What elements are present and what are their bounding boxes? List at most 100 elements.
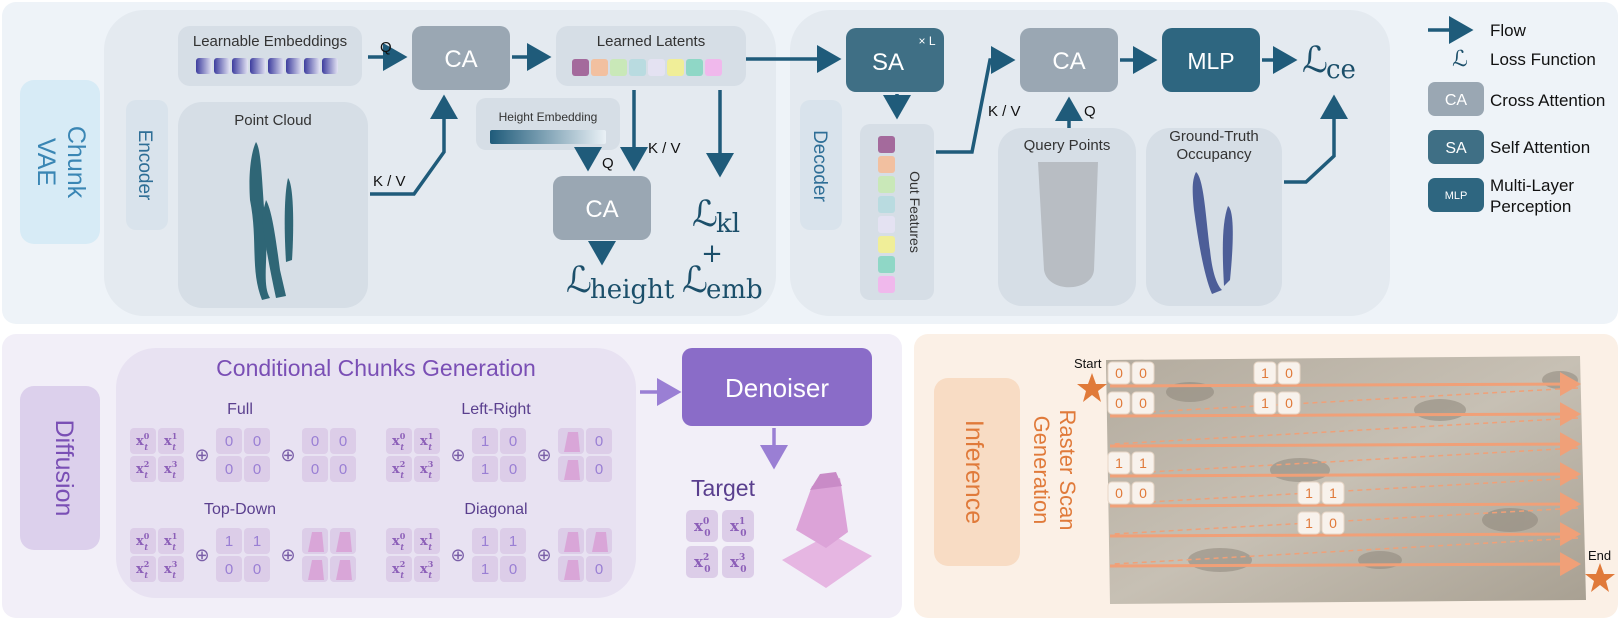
svg-text:0: 0 xyxy=(509,461,517,478)
condition-cell xyxy=(330,556,356,582)
mask-cell: 0 xyxy=(244,428,270,454)
raster-line xyxy=(1109,402,1581,427)
svg-text:1: 1 xyxy=(481,533,489,550)
query-points-shape xyxy=(1038,162,1098,288)
inference-mask-cell: 0 xyxy=(1321,511,1345,535)
loss-height-sub: height xyxy=(590,275,675,305)
legend-ca-box xyxy=(1428,82,1484,116)
svg-text:x3t: x3t xyxy=(164,559,178,580)
loss-emb-symbol: ℒ xyxy=(682,260,708,301)
encoder-label-box xyxy=(126,100,168,230)
loss-kl-symbol: ℒ xyxy=(692,194,718,235)
condition-cell xyxy=(558,528,584,554)
loss-plus: + xyxy=(701,239,723,269)
mask-cell: 1 xyxy=(472,428,498,454)
loss-height-symbol: ℒ xyxy=(566,260,592,301)
mask-cell: 1 xyxy=(216,528,242,554)
raster-line xyxy=(1109,372,1581,397)
raster-line xyxy=(1109,522,1581,547)
end-star-icon xyxy=(1585,563,1615,592)
encoder-kv-label: K / V xyxy=(373,173,406,190)
gt-occupancy-label-2: Occupancy xyxy=(1176,146,1252,163)
decoder-label-box xyxy=(800,100,842,230)
case-title: Top-Down xyxy=(204,501,276,518)
inference-mask-cell: 0 xyxy=(1277,391,1301,415)
oplus-symbol: ⊕ xyxy=(194,545,209,565)
inference-mask-cell: 1 xyxy=(1253,361,1277,385)
condition-cell xyxy=(558,428,584,454)
svg-text:x3t: x3t xyxy=(420,459,434,480)
legend: Flow ℒ Loss Function CA Cross Attention … xyxy=(1428,16,1605,216)
svg-text:0: 0 xyxy=(1285,395,1293,411)
query-points-label: Query Points xyxy=(1024,137,1111,154)
inference-mask-cell: 1 xyxy=(1297,481,1321,505)
decoder-q-label: Q xyxy=(1084,103,1096,120)
svg-text:x2t: x2t xyxy=(392,459,405,480)
svg-text:0: 0 xyxy=(225,561,233,578)
start-star-icon xyxy=(1077,373,1107,402)
legend-sa-box xyxy=(1428,130,1484,164)
learned-latents-label: Learned Latents xyxy=(597,33,705,50)
condition-cell: 0 xyxy=(302,428,328,454)
target-label: Target xyxy=(691,475,756,501)
oplus-symbol: ⊕ xyxy=(450,445,465,465)
svg-text:0: 0 xyxy=(339,433,347,450)
legend-mlp-box-label: MLP xyxy=(1445,190,1468,202)
inference-mask-cell: 1 xyxy=(1321,481,1345,505)
svg-text:x1t: x1t xyxy=(420,431,433,452)
inference-mask-cell: 0 xyxy=(1131,391,1155,415)
decoder-ca-label: CA xyxy=(1052,48,1085,75)
oplus-symbol: ⊕ xyxy=(536,545,551,565)
svg-text:1: 1 xyxy=(225,533,233,550)
svg-text:1: 1 xyxy=(1139,455,1147,471)
svg-text:0: 0 xyxy=(595,461,603,478)
inference-label-box xyxy=(934,378,1020,566)
encoder-label: Encoder xyxy=(134,130,155,201)
svg-text:1: 1 xyxy=(1305,515,1313,531)
decoder-mlp-block xyxy=(1162,28,1260,92)
condition-cell xyxy=(558,456,584,482)
svg-text:x2t: x2t xyxy=(392,559,405,580)
svg-text:1: 1 xyxy=(509,533,517,550)
raster-return-line xyxy=(1111,417,1579,445)
svg-text:0: 0 xyxy=(595,561,603,578)
svg-text:0: 0 xyxy=(311,433,319,450)
condition-cell xyxy=(302,528,328,554)
encoder-q-label: Q xyxy=(380,39,392,56)
svg-text:0: 0 xyxy=(225,433,233,450)
chunk-vae-label-box xyxy=(20,80,100,244)
inference-mask-cell: 0 xyxy=(1107,361,1131,385)
height-embedding-label: Height Embedding xyxy=(499,110,598,124)
decoder-label: Decoder xyxy=(809,130,830,202)
svg-text:0: 0 xyxy=(509,561,517,578)
loss-emb-sub: emb xyxy=(706,275,763,305)
svg-text:1: 1 xyxy=(1329,485,1337,501)
end-label: End xyxy=(1588,548,1611,563)
loss-kl-sub: kl xyxy=(716,209,740,239)
svg-text:0: 0 xyxy=(1115,395,1123,411)
svg-text:0: 0 xyxy=(253,461,261,478)
denoiser-block xyxy=(682,348,872,426)
svg-text:0: 0 xyxy=(1285,365,1293,381)
svg-text:x0t: x0t xyxy=(392,431,406,452)
encoder-flow-arrows xyxy=(368,43,734,266)
svg-text:0: 0 xyxy=(1139,485,1147,501)
learned-latent-cubes xyxy=(572,59,722,76)
legend-mlp-label-1: Multi-Layer xyxy=(1490,176,1574,195)
raster-scan-lines xyxy=(1109,372,1581,577)
mask-cell: 0 xyxy=(244,556,270,582)
svg-text:1: 1 xyxy=(1261,395,1269,411)
